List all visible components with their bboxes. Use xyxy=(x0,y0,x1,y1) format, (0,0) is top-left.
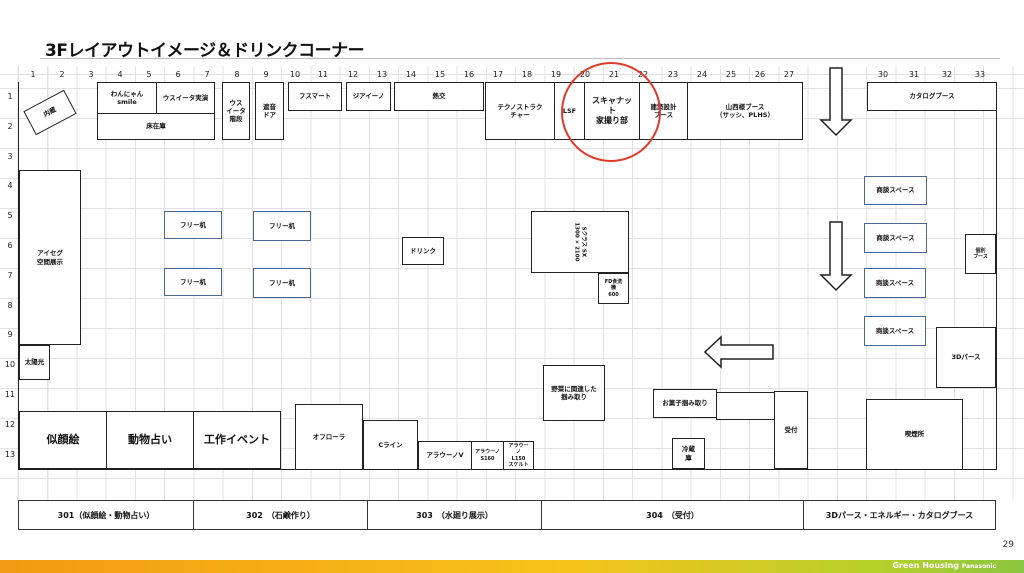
room-fusumart: フスマート xyxy=(288,82,342,111)
shodan-space: 商談スペース xyxy=(864,176,927,205)
column-label: 12 xyxy=(347,70,359,79)
plan-outline-right xyxy=(996,82,997,470)
shodan-space: 商談スペース xyxy=(864,316,926,346)
free-desk: フリー机 xyxy=(164,211,222,239)
column-label: 13 xyxy=(376,70,388,79)
counter xyxy=(716,392,775,420)
column-label: 11 xyxy=(317,70,329,79)
room-technostructure: テクノストラク チャー xyxy=(485,82,555,140)
page-number: 29 xyxy=(1002,540,1014,550)
column-label: 31 xyxy=(908,70,920,79)
free-desk: フリー机 xyxy=(253,268,311,298)
column-label: 23 xyxy=(667,70,679,79)
room-3d-parse: 3Dパース xyxy=(936,327,996,388)
column-label: 30 xyxy=(877,70,889,79)
room-nigaoe: 似顔絵 xyxy=(19,411,107,469)
row-label: 1 xyxy=(7,92,13,101)
row-label: 12 xyxy=(4,419,16,429)
room-usuita-demo: ウスイータ実演 xyxy=(156,82,215,114)
row-label: 3 xyxy=(7,151,13,161)
zone-301: 301（似顔絵・動物占い） xyxy=(18,500,194,530)
row-label: 11 xyxy=(4,390,16,399)
column-label: 9 xyxy=(263,70,269,79)
column-label: 27 xyxy=(783,70,795,79)
column-label: 18 xyxy=(521,70,533,79)
column-label: 10 xyxy=(289,70,301,79)
room-fd: FD食洗 機 600 xyxy=(598,273,629,304)
column-label: 7 xyxy=(204,70,210,79)
arrow-left-icon xyxy=(703,335,774,369)
zone-302: 302 （石鹸作り） xyxy=(193,500,368,530)
row-label: 2 xyxy=(7,121,13,131)
row-label: 10 xyxy=(4,360,16,370)
column-label: 15 xyxy=(434,70,446,79)
arrow-down-icon xyxy=(819,221,853,292)
column-label: 6 xyxy=(175,70,181,79)
room-dobutsu: 動物占い xyxy=(106,411,194,469)
room-c-line: Cライン xyxy=(363,420,418,470)
column-label: 19 xyxy=(550,70,562,79)
room-catalog: カタログブース xyxy=(867,82,997,111)
room-kosaku: 工作イベント xyxy=(193,411,281,469)
zone-303: 303 （水廻り展示） xyxy=(367,500,542,530)
brand-name: Green Housing xyxy=(892,561,960,570)
room-taiyoko: 太陽光 xyxy=(19,345,50,380)
room-reizoko: 冷蔵 庫 xyxy=(672,438,705,469)
title-divider xyxy=(40,58,1000,59)
column-label: 26 xyxy=(754,70,766,79)
row-label: 9 xyxy=(7,330,13,340)
row-label: 6 xyxy=(7,241,13,250)
column-label: 3 xyxy=(88,70,94,79)
column-label: 17 xyxy=(492,70,504,79)
column-label: 14 xyxy=(405,70,417,79)
room-kobetsu: 個別 ブース xyxy=(965,234,996,274)
room-yasai: 野菜に関連した 掴み取り xyxy=(543,365,605,421)
room-yamanishi: 山西様ブース （サッシ、PLHS） xyxy=(687,82,803,140)
room-aiseg: アイセグ 空間展示 xyxy=(19,170,81,345)
column-label: 24 xyxy=(696,70,708,79)
company-name: Panasonic xyxy=(961,563,996,570)
column-label: 25 xyxy=(725,70,737,79)
column-label: 33 xyxy=(974,70,986,79)
shodan-space: 商談スペース xyxy=(864,223,927,253)
row-label: 5 xyxy=(7,211,13,221)
column-label: 16 xyxy=(463,70,475,79)
zone-3d-energy-catalog: 3Dパース・エネルギー・カタログブース xyxy=(803,500,996,530)
room-alaw-l150: アラウー ノ L150 スケルト xyxy=(503,441,534,470)
room-drink: ドリンク xyxy=(402,237,444,265)
room-netsuko: 熱交 xyxy=(394,82,484,111)
column-label: 4 xyxy=(117,70,123,79)
column-label: 2 xyxy=(59,70,65,79)
plan-outline-left xyxy=(18,82,19,470)
room-okashi: お菓子掴み取り xyxy=(653,389,717,418)
room-uketsuke: 受付 xyxy=(774,391,808,469)
shodan-space: 商談スペース xyxy=(864,268,926,298)
room-shaon-door: 遮音 ドア xyxy=(255,82,284,140)
room-alaw-s160: アラウーノ S160 xyxy=(471,441,504,470)
room-oflora: オフローラ xyxy=(295,404,363,470)
room-kitsuen: 喫煙所 xyxy=(866,399,963,470)
free-desk: フリー机 xyxy=(253,211,311,241)
room-ziaino: ジアイーノ xyxy=(346,82,391,111)
row-label: 4 xyxy=(7,181,13,191)
footer-bar xyxy=(0,560,1024,573)
page-title: 3Fレイアウトイメージ＆ドリンクコーナー xyxy=(45,41,365,61)
column-label: 32 xyxy=(941,70,953,79)
row-label: 13 xyxy=(4,449,16,459)
zone-304: 304 （受付） xyxy=(541,500,804,530)
column-label: 5 xyxy=(146,70,152,79)
highlight-circle xyxy=(561,62,661,162)
row-label: 8 xyxy=(7,300,13,310)
arrow-down-icon xyxy=(819,67,853,137)
free-desk: フリー机 xyxy=(164,268,222,296)
room-s-class: Sクラス SX 1300 × 2100 xyxy=(531,211,629,273)
column-label: 8 xyxy=(234,70,240,79)
footer-brand: Green Housing Panasonic xyxy=(892,561,996,570)
column-label: 1 xyxy=(30,70,36,79)
room-yuka-zaiko: 床在庫 xyxy=(97,113,215,140)
row-label: 7 xyxy=(7,270,13,280)
room-usuita-kaidan: ウス イータ 階段 xyxy=(222,82,250,140)
